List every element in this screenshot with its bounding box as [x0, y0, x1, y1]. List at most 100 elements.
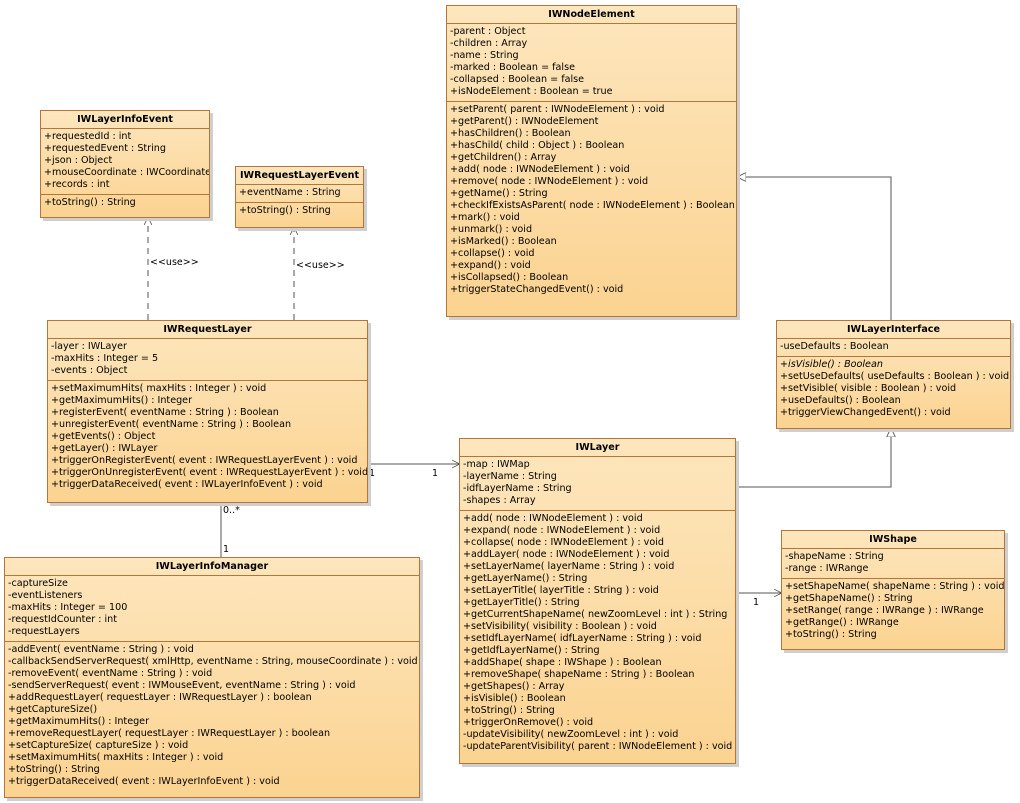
operation-row: +remove( node : IWNodeElement ) : void — [450, 176, 649, 187]
class-iwlayerinterface[interactable]: IWLayerInterface-useDefaults : Boolean+i… — [776, 320, 1011, 429]
attribute-row: +requestedEvent : String — [44, 143, 166, 154]
operation-row: -sendServerRequest( event : IWMouseEvent… — [8, 680, 356, 691]
operation-row: +setLayerTitle( layerTitle : String ) : … — [463, 585, 659, 596]
operation-row: +triggerOnUnregisterEvent( event : IWReq… — [51, 467, 368, 478]
attribute-row: -captureSize — [8, 578, 68, 589]
operation-row: +setVisible( visible : Boolean ) : void — [780, 383, 957, 394]
attributes-compartment: -useDefaults : Boolean — [777, 339, 1010, 356]
operation-row: +unregisterEvent( eventName : String ) :… — [51, 419, 292, 430]
operation-row: +add( node : IWNodeElement ) : void — [463, 513, 643, 524]
class-iwnodeelement[interactable]: IWNodeElement-parent : Object-children :… — [446, 5, 737, 317]
attribute-row: +requestedId : int — [44, 131, 132, 142]
class-name: IWNodeElement — [447, 6, 736, 24]
operation-row: +getParent() : IWNodeElement — [450, 116, 599, 127]
mult-rl-manager-bottom: 1 — [223, 544, 229, 555]
operations-compartment: +setParent( parent : IWNodeElement ) : v… — [447, 101, 736, 299]
operation-row: +hasChild( child : Object ) : Boolean — [450, 140, 625, 151]
attribute-row: -shapes : Array — [463, 495, 536, 506]
operation-row: -removeEvent( eventName : String ) : voi… — [8, 668, 213, 679]
mult-layer-shape-right: 1 — [753, 597, 759, 608]
operation-row: +getIdfLayerName() : String — [463, 645, 600, 656]
operation-row: +getName() : String — [450, 188, 548, 199]
class-iwshape[interactable]: IWShape-shapeName : String-range : IWRan… — [781, 530, 1005, 650]
operation-row: +add( node : IWNodeElement ) : void — [450, 164, 630, 175]
operation-row: +setRange( range : IWRange ) : IWRange — [785, 605, 984, 616]
operations-compartment: +setMaximumHits( maxHits : Integer ) : v… — [48, 380, 367, 494]
operation-row: +removeShape( shapeName : String ) : Boo… — [463, 669, 695, 680]
operation-row: +getEvents() : Object — [51, 431, 156, 442]
attributes-compartment: -parent : Object-children : Array-name :… — [447, 24, 736, 101]
attribute-row: -shapeName : String — [785, 551, 884, 562]
operation-row: +addShape( shape : IWShape ) : Boolean — [463, 657, 662, 668]
attributes-compartment: +requestedId : int+requestedEvent : Stri… — [41, 129, 209, 194]
operation-row: +setMaximumHits( maxHits : Integer ) : v… — [51, 383, 267, 394]
class-iwlayer[interactable]: IWLayer-map : IWMap-layerName : String-i… — [459, 438, 736, 764]
operation-row: +triggerViewChangedEvent() : void — [780, 407, 951, 418]
operations-compartment: +isVisible() : Boolean+setUseDefaults( u… — [777, 356, 1010, 422]
attribute-row: -events : Object — [51, 365, 128, 376]
operation-row: +getLayerName() : String — [463, 573, 588, 584]
attributes-compartment: -shapeName : String-range : IWRange — [782, 549, 1004, 578]
generalization-interface-to-nodeelement — [738, 177, 892, 320]
attribute-row: -layerName : String — [463, 471, 557, 482]
operation-row: -updateVisibility( newZoomLevel : int ) … — [463, 729, 679, 740]
operation-row: +toString() : String — [8, 764, 100, 775]
class-iwlayerinfomanager[interactable]: IWLayerInfoManager-captureSize-eventList… — [4, 557, 420, 798]
operation-row: +collapse( node : IWNodeElement ) : void — [463, 537, 664, 548]
operation-row: +toString() : String — [785, 629, 877, 640]
attribute-row: -maxHits : Integer = 5 — [51, 353, 159, 364]
operation-row: +setMaximumHits( maxHits : Integer ) : v… — [8, 752, 224, 763]
operation-row: +setUseDefaults( useDefaults : Boolean )… — [780, 371, 1010, 382]
operation-row: +triggerDataReceived( event : IWLayerInf… — [8, 776, 280, 787]
operation-row: +expand() : void — [450, 260, 531, 271]
operation-row: +getLayer() : IWLayer — [51, 443, 158, 454]
class-name: IWLayerInfoManager — [5, 558, 419, 576]
operation-row: +expand( node : IWNodeElement ) : void — [463, 525, 661, 536]
operation-row: +addRequestLayer( requestLayer : IWReque… — [8, 692, 312, 703]
class-iwrequestlayerevent[interactable]: IWRequestLayerEvent+eventName : String +t… — [235, 166, 364, 228]
mult-rl-layer-right: 1 — [432, 468, 438, 479]
attribute-row: -requestLayers — [8, 626, 80, 637]
operation-row: +triggerOnRegisterEvent( event : IWReque… — [51, 455, 358, 466]
attribute-row: -range : IWRange — [785, 563, 869, 574]
operation-row: +toString() : String — [239, 205, 331, 216]
attributes-compartment: -map : IWMap-layerName : String-idfLayer… — [460, 457, 735, 510]
operations-compartment: -addEvent( eventName : String ) : void-c… — [5, 641, 419, 791]
operation-row: +addLayer( node : IWNodeElement ) : void — [463, 549, 670, 560]
attribute-row: -idfLayerName : String — [463, 483, 572, 494]
class-name: IWLayerInfoEvent — [41, 111, 209, 129]
operation-row: +getShapeName() : String — [785, 593, 913, 604]
attribute-row: -requestIdCounter : int — [8, 614, 118, 625]
operation-row: +getCaptureSize() — [8, 704, 98, 715]
attribute-row: -maxHits : Integer = 100 — [8, 602, 128, 613]
operation-row: +registerEvent( eventName : String ) : B… — [51, 407, 279, 418]
operation-row: +mark() : void — [450, 212, 520, 223]
attribute-row: -map : IWMap — [463, 459, 530, 470]
attributes-compartment: +eventName : String — [236, 185, 363, 202]
operation-row: +triggerOnRemove() : void — [463, 717, 594, 728]
attribute-row: -children : Array — [450, 38, 528, 49]
operation-row: -callbackSendServerRequest( xmlHttp, eve… — [8, 656, 418, 667]
attributes-compartment: -captureSize-eventListeners-maxHits : In… — [5, 576, 419, 641]
attribute-row: -layer : IWLayer — [51, 341, 127, 352]
class-name: IWRequestLayerEvent — [236, 167, 363, 185]
mult-rl-layer-left: 1 — [369, 468, 375, 479]
operation-row: +setShapeName( shapeName : String ) : vo… — [785, 581, 1005, 592]
class-iwlayerinfoevent[interactable]: IWLayerInfoEvent+requestedId : int+reque… — [40, 110, 210, 218]
operation-row: +setVisibility( visibility : Boolean ) :… — [463, 621, 657, 632]
operation-row: +getMaximumHits() : Integer — [8, 716, 150, 727]
operation-row: +toString() : String — [44, 197, 136, 208]
attribute-row: -parent : Object — [450, 26, 526, 37]
operation-row: +setCaptureSize( captureSize ) : void — [8, 740, 189, 751]
operation-row: +triggerStateChangedEvent() : void — [450, 284, 624, 295]
operation-row: +getMaximumHits() : Integer — [51, 395, 193, 406]
class-iwrequestlayer[interactable]: IWRequestLayer -layer : IWLayer-maxHits :… — [47, 320, 368, 503]
attribute-row: -name : String — [450, 50, 519, 61]
attribute-row: -collapsed : Boolean = false — [450, 74, 585, 85]
operation-row: +isCollapsed() : Boolean — [450, 272, 569, 283]
attribute-row: +mouseCoordinate : IWCoordinate — [44, 167, 210, 178]
operation-row: +collapse() : void — [450, 248, 535, 259]
attribute-row: +isNodeElement : Boolean = true — [450, 86, 613, 97]
class-name: IWRequestLayer — [48, 321, 367, 339]
